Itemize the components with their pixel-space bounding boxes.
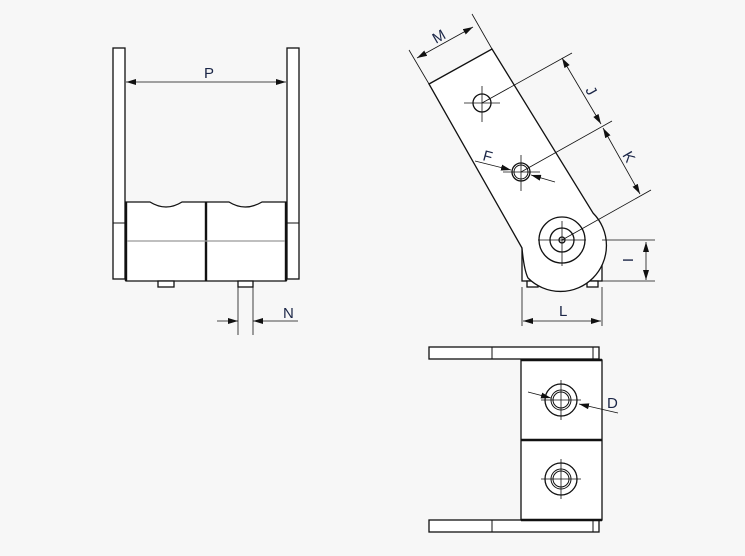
label-i: I [619, 258, 636, 262]
right-plate [286, 47, 300, 280]
label-m: M [430, 26, 449, 47]
side-view: J K M F I L [408, 13, 655, 326]
label-n: N [283, 305, 294, 322]
front-view: P N [112, 47, 300, 335]
top-view: D [428, 346, 619, 533]
label-k: K [619, 149, 639, 166]
dim-j [561, 57, 602, 125]
dim-m [416, 26, 474, 59]
label-f: F [481, 147, 494, 166]
dim-d [527, 391, 552, 399]
dim-k [602, 127, 641, 195]
label-j: J [582, 84, 600, 99]
label-p: P [204, 65, 214, 82]
label-d: D [607, 395, 618, 412]
top-bar [428, 346, 600, 360]
bottom-bar [428, 519, 600, 533]
dim-f [474, 160, 512, 171]
label-l: L [559, 303, 567, 320]
left-plate [112, 47, 126, 280]
